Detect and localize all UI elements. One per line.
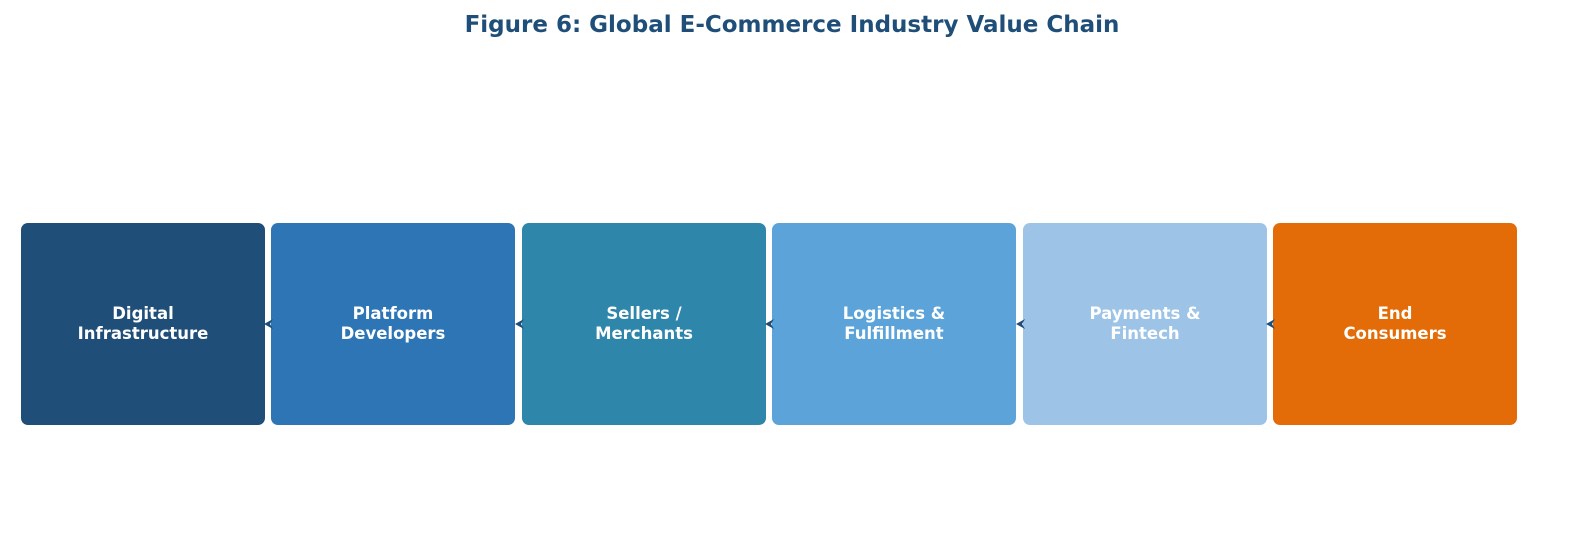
stage-box-3: Sellers / Merchants xyxy=(522,223,766,425)
stage-label: Payments & Fintech xyxy=(1089,304,1201,343)
arrow-left-icon xyxy=(765,319,774,329)
stage-label: Sellers / Merchants xyxy=(595,304,693,343)
stage-box-4: Logistics & Fulfillment xyxy=(772,223,1016,425)
arrow-left-icon xyxy=(515,319,524,329)
arrow-left-icon xyxy=(1016,319,1025,329)
stage-label: End Consumers xyxy=(1343,304,1447,343)
stage-label: Platform Developers xyxy=(340,304,446,343)
stage-box-1: Digital Infrastructure xyxy=(21,223,265,425)
stage-label: Digital Infrastructure xyxy=(77,304,209,343)
arrow-left-icon xyxy=(264,319,273,329)
figure-title: Figure 6: Global E-Commerce Industry Val… xyxy=(464,12,1120,38)
stage-box-6: End Consumers xyxy=(1273,223,1517,425)
stage-box-2: Platform Developers xyxy=(271,223,515,425)
stage-box-5: Payments & Fintech xyxy=(1023,223,1267,425)
arrow-left-icon xyxy=(1266,319,1275,329)
stage-label: Logistics & Fulfillment xyxy=(842,304,946,343)
